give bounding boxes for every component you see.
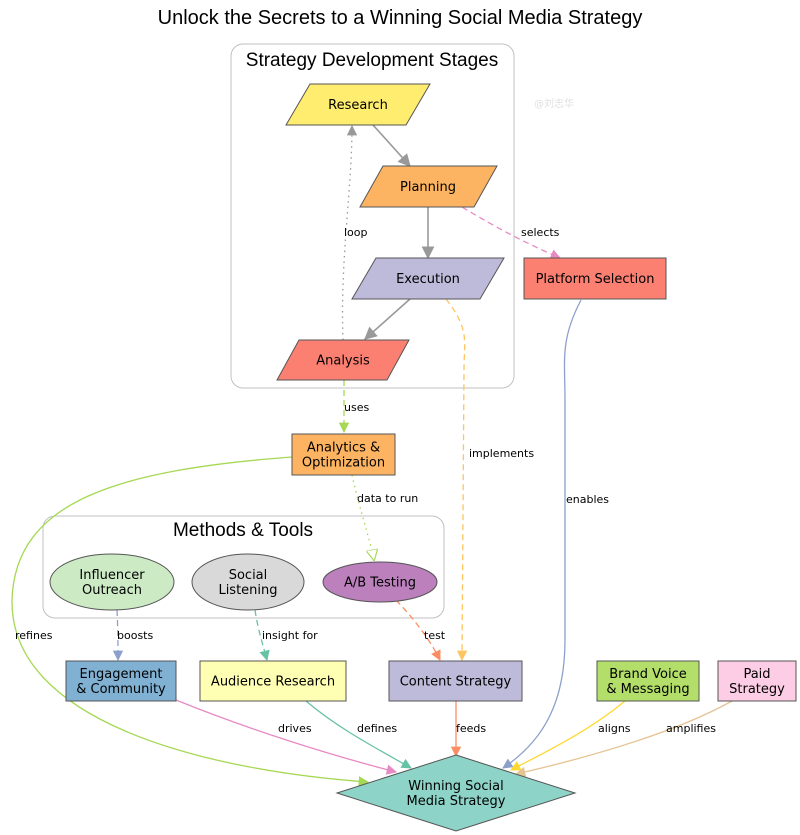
node-label-line: Content Strategy: [400, 675, 512, 690]
edge-analysis-research: loop: [341, 124, 368, 341]
edge-label-uses: uses: [344, 401, 369, 414]
edge-label-amplifies: amplifies: [666, 722, 716, 735]
node-label-line: Strategy: [729, 682, 785, 697]
edge-label-enables: enables: [566, 493, 609, 506]
edge-label-defines: defines: [357, 722, 397, 735]
edge-label-refines: refines: [15, 629, 53, 642]
edge-label-drives: drives: [278, 722, 312, 735]
node-label-line: Execution: [396, 272, 460, 287]
node-label-line: Analysis: [316, 354, 370, 369]
node-label: Content Strategy: [400, 675, 512, 690]
node-label: Audience Research: [211, 675, 335, 690]
node-label-line: & Community: [76, 682, 166, 697]
node-label: Engagement& Community: [76, 667, 166, 697]
node-content-strategy: Content Strategy: [388, 660, 523, 702]
edge-label-selects: selects: [521, 226, 560, 239]
node-label-line: Planning: [400, 180, 456, 195]
node-label-line: Research: [328, 98, 388, 113]
node-label-line: & Messaging: [606, 682, 689, 697]
node-label-line: Influencer: [79, 568, 145, 583]
node-analysis: Analysis: [276, 339, 410, 381]
node-label: Brand Voice& Messaging: [606, 667, 689, 697]
node-label: Planning: [400, 180, 456, 195]
node-analytics-optimization: Analytics &Optimization: [291, 433, 396, 476]
node-label: A/B Testing: [344, 576, 416, 591]
node-label-line: Social: [229, 568, 268, 583]
edge-social-audience: insight for: [254, 609, 318, 662]
node-label-line: Media Strategy: [407, 794, 506, 809]
edge-research-planning: [372, 124, 411, 167]
node-platform-selection: Platform Selection: [523, 257, 667, 300]
edge-audience-winning: defines: [305, 700, 412, 769]
edge-analysis-analytics: uses: [338, 380, 369, 434]
edge-content-winning: feeds: [450, 701, 486, 758]
node-label-line: Analytics &: [307, 441, 380, 456]
node-brand-voice: Brand Voice& Messaging: [596, 660, 700, 702]
node-label-line: Platform Selection: [536, 272, 655, 287]
diagram-title: Unlock the Secrets to a Winning Social M…: [158, 7, 643, 29]
edge-label-boosts: boosts: [117, 629, 153, 642]
edge-paid-winning: amplifies: [514, 700, 733, 778]
cluster-stages-title: Strategy Development Stages: [246, 50, 498, 71]
edge-planning-platform: selects: [461, 206, 561, 260]
node-label-line: Paid: [743, 667, 770, 682]
cluster-methods-title: Methods & Tools: [173, 520, 313, 541]
edge-engagement-winning: drives: [175, 699, 398, 775]
edge-execution-analysis: [364, 298, 411, 340]
node-ab-testing: A/B Testing: [322, 561, 438, 603]
node-label: Analytics &Optimization: [302, 441, 385, 471]
node-execution: Execution: [351, 257, 505, 300]
edge-influencer-engagement: boosts: [112, 609, 153, 662]
edge-brand-winning: aligns: [510, 700, 631, 771]
node-research: Research: [285, 83, 431, 126]
edge-execution-content: implements: [445, 298, 534, 662]
node-label: Research: [328, 98, 388, 113]
edge-label-test: test: [424, 629, 446, 642]
node-label: Analysis: [316, 354, 370, 369]
watermark: @刘志华: [534, 97, 574, 110]
node-label-line: Outreach: [82, 583, 142, 598]
node-label-line: Engagement: [80, 667, 163, 682]
node-label-line: Audience Research: [211, 675, 335, 690]
edge-label-feeds: feeds: [456, 722, 486, 735]
edge-label-data-to-run: data to run: [357, 492, 418, 505]
node-label: Execution: [396, 272, 460, 287]
edge-label-aligns: aligns: [598, 722, 631, 735]
node-engagement-community: Engagement& Community: [65, 660, 177, 702]
node-planning: Planning: [359, 165, 498, 208]
edge-label-insight-for: insight for: [262, 629, 318, 642]
edge-platform-winning: enables: [502, 299, 609, 769]
node-label-line: Listening: [218, 583, 277, 598]
edge-analytics-winning: refines: [11, 456, 370, 787]
node-label-line: Brand Voice: [609, 667, 686, 682]
edge-abtest-content: test: [395, 599, 446, 661]
node-label: Platform Selection: [536, 272, 655, 287]
node-label-line: A/B Testing: [344, 576, 416, 591]
edge-analytics-abtest: data to run: [351, 474, 418, 560]
edge-label-loop: loop: [344, 226, 368, 239]
node-label-line: Winning Social: [408, 779, 503, 794]
cluster-strategy-stages: Strategy Development Stages: [230, 43, 515, 389]
node-audience-research: Audience Research: [199, 660, 347, 702]
node-label-line: Optimization: [302, 456, 385, 471]
edge-label-implements: implements: [469, 447, 534, 460]
